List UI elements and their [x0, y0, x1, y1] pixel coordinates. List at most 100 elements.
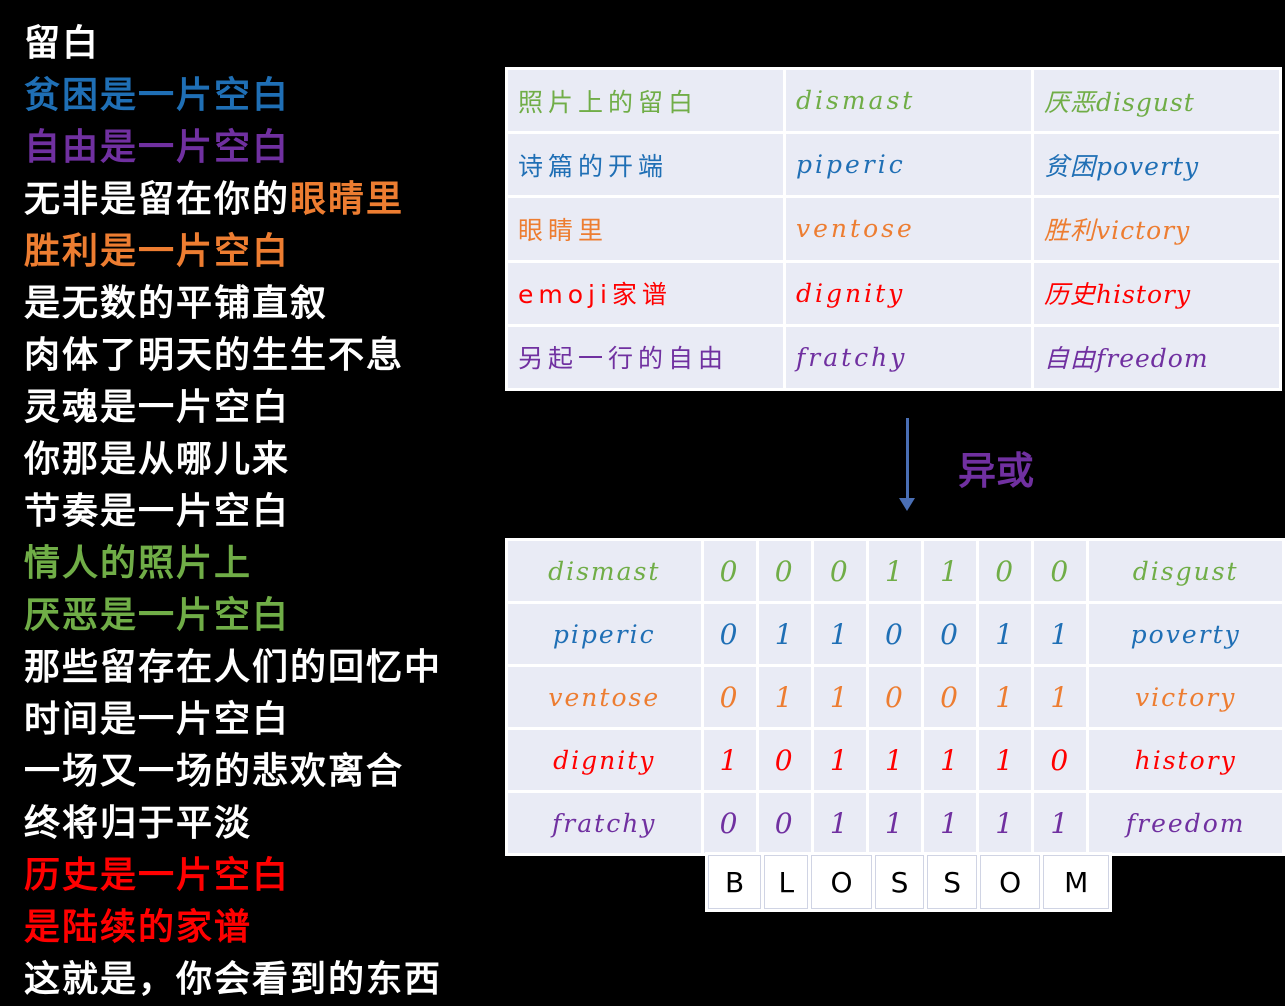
- table-cell: 眼睛里: [508, 198, 783, 260]
- xor-bit: 1: [758, 667, 811, 727]
- poem-line: 灵魂是一片空白: [24, 382, 464, 434]
- xor-bit: 1: [868, 730, 921, 790]
- poem-segment: 节奏是一片空白: [24, 491, 291, 532]
- xor-bit: 1: [813, 793, 866, 853]
- poem-segment: 无非是留在你的: [24, 179, 291, 220]
- table-cell: piperic: [786, 134, 1031, 196]
- poem-line: 情人的照片上: [24, 538, 464, 590]
- poem-segment: 时间是一片空白: [24, 699, 291, 740]
- poem-line: 厌恶是一片空白: [24, 590, 464, 642]
- xor-bit: 0: [813, 541, 866, 601]
- xor-bit: 1: [813, 604, 866, 664]
- poem-segment: 这就是，你会看到的东西: [24, 959, 443, 1000]
- poem-segment: 终将归于平淡: [24, 803, 253, 844]
- xor-bit: 1: [1034, 604, 1087, 664]
- poem-segment: 你那是从哪儿来: [24, 439, 291, 480]
- blossom-letter: S: [927, 855, 977, 909]
- xor-bit: 0: [868, 667, 921, 727]
- table-cell: 诗篇的开端: [508, 134, 783, 196]
- xor-bit: 1: [924, 730, 977, 790]
- xor-bit: 1: [703, 730, 756, 790]
- poem-line: 是陆续的家谱: [24, 902, 464, 954]
- table-cell: 胜利victory: [1034, 198, 1279, 260]
- source-word: dignity: [508, 730, 701, 790]
- xor-bit: 1: [924, 541, 977, 601]
- poem-segment: 肉体了明天的生生不息: [24, 335, 405, 376]
- poem-line: 贫困是一片空白: [24, 70, 464, 122]
- poem-segment: 厌恶是一片空白: [24, 595, 291, 636]
- poem-segment: 历史是一片空白: [24, 855, 291, 896]
- table-cell: 照片上的留白: [508, 70, 783, 132]
- xor-bit: 0: [868, 604, 921, 664]
- blossom-letter: B: [708, 855, 762, 909]
- xor-bit: 1: [979, 793, 1032, 853]
- xor-bit: 0: [703, 604, 756, 664]
- source-word: fratchy: [508, 793, 701, 853]
- result-word: poverty: [1089, 604, 1282, 664]
- blossom-letter: O: [811, 855, 872, 909]
- xor-bit: 1: [813, 667, 866, 727]
- blossom-letter: O: [979, 855, 1041, 909]
- poem-line: 是无数的平铺直叙: [24, 278, 464, 330]
- table-cell: 贫困poverty: [1034, 134, 1279, 196]
- table-cell: fratchy: [786, 326, 1031, 388]
- xor-bit: 0: [703, 667, 756, 727]
- poem-line: 这就是，你会看到的东西: [24, 954, 464, 1006]
- result-word: history: [1089, 730, 1282, 790]
- poem-line: 肉体了明天的生生不息: [24, 330, 464, 382]
- poem: 留白贫困是一片空白自由是一片空白无非是留在你的眼睛里胜利是一片空白是无数的平铺直…: [24, 18, 464, 1006]
- blossom-letter: S: [874, 855, 925, 909]
- table-cell: ventose: [786, 198, 1031, 260]
- table-cell: 自由freedom: [1034, 326, 1279, 388]
- source-word: ventose: [508, 667, 701, 727]
- poem-segment: 胜利是一片空白: [24, 231, 291, 272]
- xor-bit: 1: [979, 667, 1032, 727]
- xor-bit: 1: [1034, 667, 1087, 727]
- poem-segment: 那些留存在人们的回忆中: [24, 647, 443, 688]
- xor-bit: 1: [758, 604, 811, 664]
- source-word: dismast: [508, 541, 701, 601]
- xor-bit: 0: [758, 793, 811, 853]
- xor-bit: 0: [924, 604, 977, 664]
- poem-segment: 是无数的平铺直叙: [24, 283, 329, 324]
- poem-segment: 眼睛里: [290, 179, 405, 220]
- xor-bit: 1: [868, 541, 921, 601]
- poem-line: 历史是一片空白: [24, 850, 464, 902]
- xor-bit: 0: [1034, 730, 1087, 790]
- blossom-letter: M: [1043, 855, 1109, 909]
- xor-arrow-shaft: [906, 418, 909, 500]
- result-word: victory: [1089, 667, 1282, 727]
- table-cell: 历史history: [1034, 262, 1279, 324]
- result-word: freedom: [1089, 793, 1282, 853]
- poem-segment: 留白: [24, 23, 101, 64]
- xor-bit: 1: [979, 604, 1032, 664]
- poem-segment: 情人的照片上: [24, 543, 253, 584]
- xor-bit: 0: [979, 541, 1032, 601]
- xor-bit: 0: [758, 730, 811, 790]
- poem-segment: 一场又一场的悲欢离合: [24, 751, 405, 792]
- table-cell: dignity: [786, 262, 1031, 324]
- table-cell: 另起一行的自由: [508, 326, 783, 388]
- poem-segment: 贫困是一片空白: [24, 75, 291, 116]
- xor-bit: 1: [813, 730, 866, 790]
- poem-segment: 是陆续的家谱: [24, 907, 253, 948]
- poem-line: 终将归于平淡: [24, 798, 464, 850]
- poem-segment: 灵魂是一片空白: [24, 387, 291, 428]
- poem-line: 一场又一场的悲欢离合: [24, 746, 464, 798]
- poem-line: 你那是从哪儿来: [24, 434, 464, 486]
- blossom-letter: L: [764, 855, 809, 909]
- xor-bit: 1: [868, 793, 921, 853]
